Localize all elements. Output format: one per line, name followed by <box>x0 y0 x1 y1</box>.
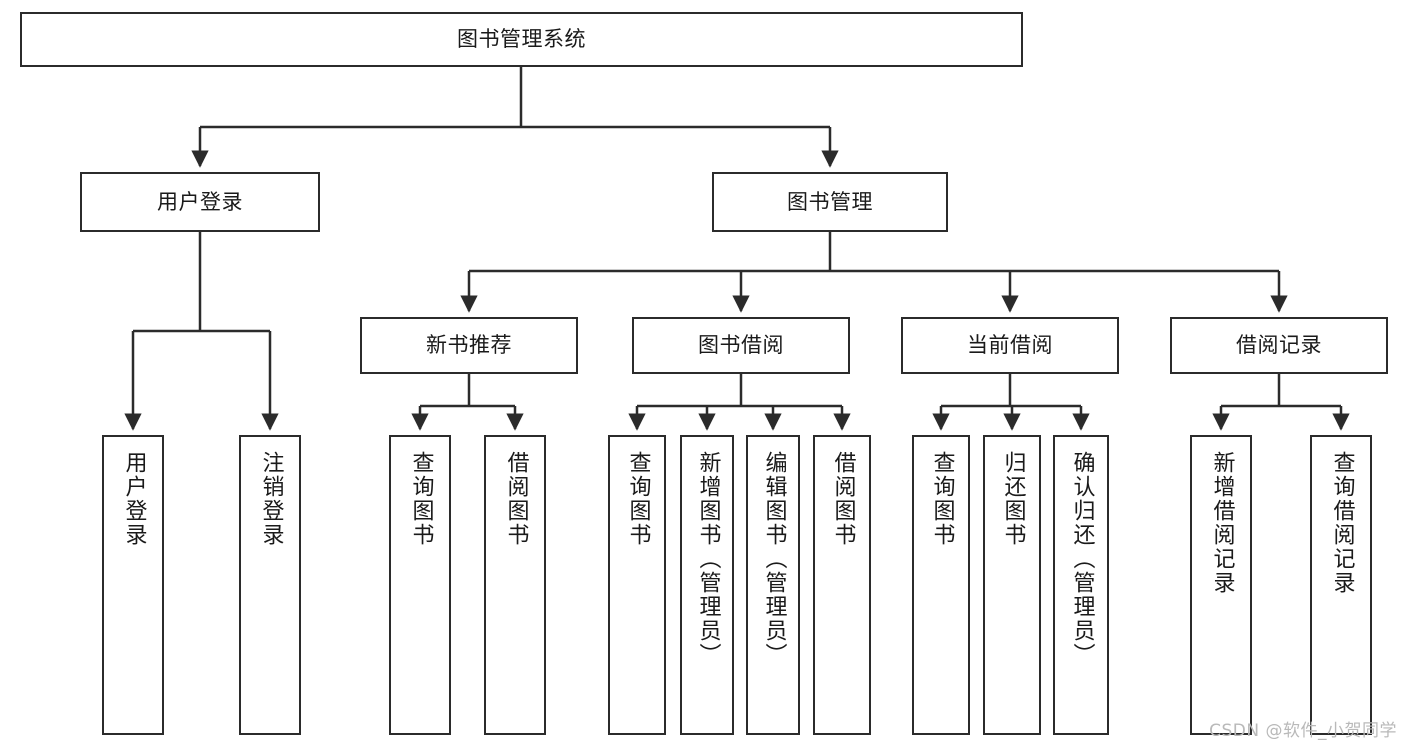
node-leaf-add-book-label: 新增图书（管理员） <box>695 451 721 667</box>
node-current-borrow-label: 当前借阅 <box>967 333 1053 358</box>
node-leaf-query-book-current-label: 查询图书 <box>929 451 955 547</box>
csdn-watermark: CSDN @软件_小贺同学 <box>1209 721 1397 741</box>
node-leaf-query-book-current[interactable]: 查询图书 <box>912 435 970 735</box>
node-root[interactable]: 图书管理系统 <box>20 12 1023 67</box>
node-leaf-borrow-book-label: 借阅图书 <box>830 451 856 547</box>
node-borrow-record-label: 借阅记录 <box>1236 333 1322 358</box>
node-leaf-return-book-label: 归还图书 <box>1000 451 1026 547</box>
node-leaf-query-record[interactable]: 查询借阅记录 <box>1310 435 1372 735</box>
node-leaf-logout[interactable]: 注销登录 <box>239 435 301 735</box>
node-leaf-confirm-return-label: 确认归还（管理员） <box>1069 451 1095 667</box>
node-leaf-add-record[interactable]: 新增借阅记录 <box>1190 435 1252 735</box>
node-root-label: 图书管理系统 <box>457 27 586 52</box>
node-leaf-borrow-book-new[interactable]: 借阅图书 <box>484 435 546 735</box>
node-leaf-query-book-new-label: 查询图书 <box>408 451 434 547</box>
node-new-book-recommend-label: 新书推荐 <box>426 333 512 358</box>
node-book-borrow-label: 图书借阅 <box>698 333 784 358</box>
node-leaf-query-book-borrow-label: 查询图书 <box>625 451 651 547</box>
node-leaf-edit-book[interactable]: 编辑图书（管理员） <box>746 435 800 735</box>
node-leaf-edit-book-label: 编辑图书（管理员） <box>761 451 787 667</box>
node-leaf-add-record-label: 新增借阅记录 <box>1209 451 1235 595</box>
node-leaf-query-record-label: 查询借阅记录 <box>1329 451 1355 595</box>
node-new-book-recommend[interactable]: 新书推荐 <box>360 317 578 374</box>
node-user-login[interactable]: 用户登录 <box>80 172 320 232</box>
node-leaf-confirm-return[interactable]: 确认归还（管理员） <box>1053 435 1109 735</box>
node-borrow-record[interactable]: 借阅记录 <box>1170 317 1388 374</box>
node-leaf-return-book[interactable]: 归还图书 <box>983 435 1041 735</box>
node-leaf-borrow-book[interactable]: 借阅图书 <box>813 435 871 735</box>
node-user-login-label: 用户登录 <box>157 189 243 214</box>
node-leaf-add-book[interactable]: 新增图书（管理员） <box>680 435 734 735</box>
node-book-management-label: 图书管理 <box>787 189 873 214</box>
node-book-borrow[interactable]: 图书借阅 <box>632 317 850 374</box>
node-leaf-user-login-label: 用户登录 <box>121 451 147 547</box>
node-leaf-logout-label: 注销登录 <box>258 451 284 547</box>
node-current-borrow[interactable]: 当前借阅 <box>901 317 1119 374</box>
node-leaf-query-book-new[interactable]: 查询图书 <box>389 435 451 735</box>
node-leaf-borrow-book-new-label: 借阅图书 <box>503 451 529 547</box>
node-book-management[interactable]: 图书管理 <box>712 172 948 232</box>
node-leaf-user-login[interactable]: 用户登录 <box>102 435 164 735</box>
node-leaf-query-book-borrow[interactable]: 查询图书 <box>608 435 666 735</box>
